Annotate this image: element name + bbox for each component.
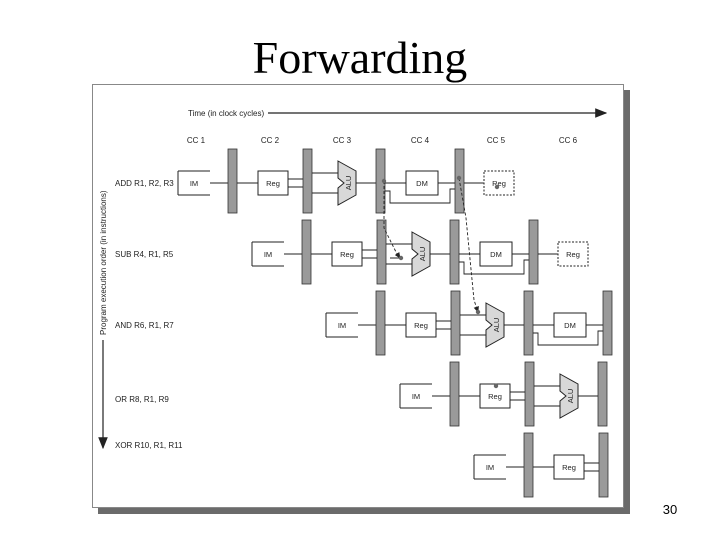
stage-label-dm: DM (416, 179, 428, 188)
stage-label-alu: ALU (492, 318, 501, 333)
forward-junction-dot (381, 178, 387, 184)
instruction-labels: ADD R1, R2, R3 SUB R4, R1, R5 AND R6, R1, … (115, 179, 183, 450)
forward-junction-dot (475, 309, 481, 315)
slide-title: Forwarding (252, 32, 468, 83)
stage-label-alu: ALU (418, 247, 427, 262)
forward-junction-dot (456, 175, 462, 181)
pipeline-register (528, 219, 539, 285)
stage-label-dm: DM (490, 250, 502, 259)
alu-unit (337, 160, 357, 206)
forward-path-mem-to-and (458, 177, 479, 313)
alu-unit (485, 302, 505, 348)
stage-label-alu: ALU (344, 176, 353, 191)
clock-cycle-label: CC 1 (187, 136, 206, 145)
pipeline-register (598, 432, 609, 498)
stage-label-dm: DM (564, 321, 576, 330)
forward-path-alu-to-sub (383, 181, 401, 259)
pipeline-figure-frame (92, 84, 624, 508)
forward-junction-dot (494, 184, 500, 190)
pipeline-row: IM Reg ALU DM (325, 290, 613, 356)
pipeline-register (597, 361, 608, 427)
pipeline-register (523, 290, 534, 356)
register-file-writeback (557, 241, 589, 267)
instruction-label: OR R8, R1, R9 (115, 395, 169, 404)
clock-cycle-label: CC 5 (487, 136, 506, 145)
pipeline-register (301, 219, 312, 285)
forward-junction-dot (398, 255, 404, 261)
pipeline-row: IM Reg (473, 432, 609, 498)
pipeline-row: IM Reg ALU DM Reg (177, 148, 515, 214)
stage-label-reg: Reg (566, 250, 580, 259)
alu-unit (559, 373, 579, 419)
pipeline-register (523, 432, 534, 498)
time-axis-label: Time (in clock cycles) (188, 109, 264, 118)
register-file (405, 312, 437, 338)
clock-cycle-label: CC 3 (333, 136, 352, 145)
stage-label-im: IM (486, 463, 494, 472)
register-file (331, 241, 363, 267)
pipeline-row: IM Reg ALU DM Reg (251, 219, 589, 285)
data-memory (553, 312, 587, 338)
instruction-label: AND R6, R1, R7 (115, 321, 174, 330)
stage-label-reg: Reg (340, 250, 354, 259)
stage-label-im: IM (264, 250, 272, 259)
pipeline-register (227, 148, 238, 214)
instruction-label: XOR R10, R1, R11 (115, 441, 183, 450)
stage-label-im: IM (412, 392, 420, 401)
pipeline-register (449, 219, 460, 285)
alu-unit (411, 231, 431, 277)
program-order-label: Program execution order (in instructions… (99, 190, 108, 335)
pipeline-register (302, 148, 313, 214)
clock-cycle-label: CC 6 (559, 136, 578, 145)
stage-label-reg: Reg (492, 179, 506, 188)
pipeline-row: IM Reg ALU (399, 361, 608, 427)
pipeline-register (450, 290, 461, 356)
stage-label-im: IM (190, 179, 198, 188)
pipeline-register (524, 361, 535, 427)
register-file (553, 454, 585, 480)
stage-label-reg: Reg (414, 321, 428, 330)
pipeline-register (602, 290, 613, 356)
pipeline-register (375, 290, 386, 356)
forwarding-paths (381, 175, 500, 389)
instruction-label: SUB R4, R1, R5 (115, 250, 174, 259)
instruction-label: ADD R1, R2, R3 (115, 179, 174, 188)
pipeline-register (449, 361, 460, 427)
stage-label-reg: Reg (488, 392, 502, 401)
page-number: 30 (662, 502, 678, 517)
pipeline-register (376, 219, 387, 285)
register-file-writeback (483, 170, 515, 196)
clock-cycle-label: CC 4 (411, 136, 430, 145)
stage-label-im: IM (338, 321, 346, 330)
stage-label-alu: ALU (566, 389, 575, 404)
clock-cycle-label: CC 2 (261, 136, 280, 145)
stage-label-reg: Reg (562, 463, 576, 472)
stage-label-reg: Reg (266, 179, 280, 188)
clock-cycle-headers: CC 1 CC 2 CC 3 CC 4 CC 5 CC 6 (187, 136, 578, 145)
pipeline-register (454, 148, 465, 214)
forward-junction-dot (493, 383, 499, 389)
